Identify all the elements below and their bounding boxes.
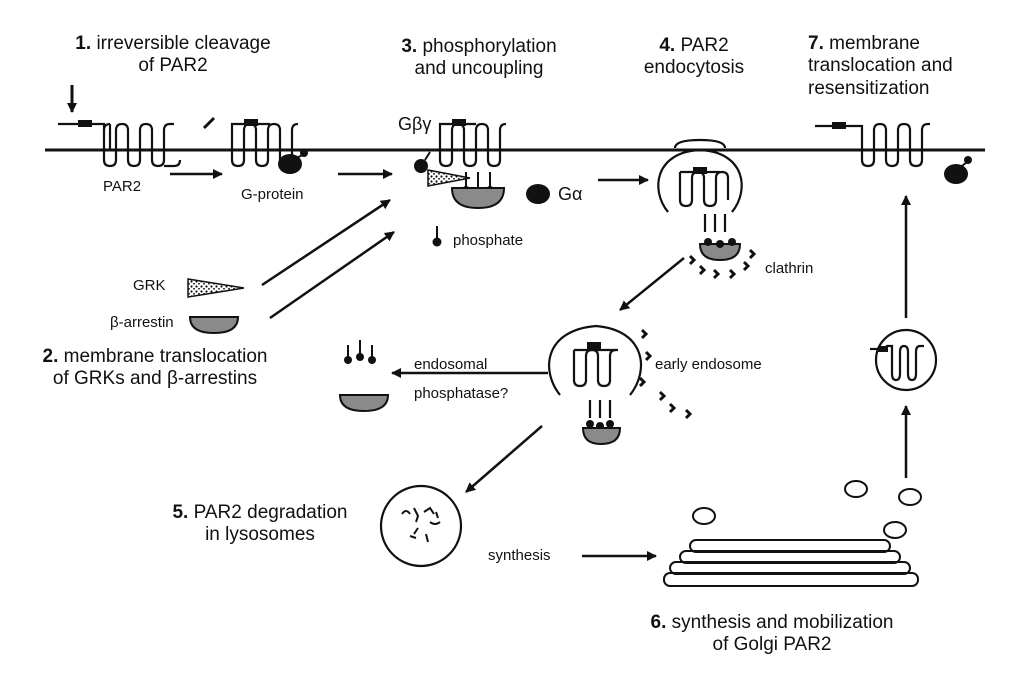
endosomal-phosphatase-line2: phosphatase?: [414, 385, 509, 402]
released-arrestin-icon: [338, 394, 390, 413]
g-protein-label: G-protein: [241, 186, 304, 203]
cleaved-peptide: [202, 116, 216, 130]
step-6-heading: 6. synthesis and mobilization of Golgi P…: [622, 612, 922, 657]
par2-receptor-resensitized: [815, 122, 930, 168]
step-2-heading: 2. membrane translocation of GRKs and β-…: [10, 346, 300, 391]
g-alpha-icon: [526, 184, 550, 204]
synthesis-label: synthesis: [488, 547, 551, 564]
step-3-line1: phosphorylation: [422, 36, 557, 57]
step-2-line2: of GRKs and β-arrestins: [52, 368, 258, 390]
golgi-vesicles: [692, 480, 922, 539]
endocytic-vesicle: [657, 138, 743, 232]
par2-receptor-intact: [58, 120, 182, 168]
grk-icon: [187, 278, 245, 298]
bound-arrestin-icon: [450, 172, 506, 210]
step-7-line2: translocation and: [808, 55, 953, 77]
step-1-heading: 1. irreversible cleavage of PAR2: [58, 33, 288, 78]
step-5-heading: 5. PAR2 degradation in lysosomes: [150, 502, 370, 547]
step-7-number: 7.: [808, 33, 824, 54]
beta-arrestin-label: β-arrestin: [110, 314, 174, 331]
arrow-arrestin-translocation: [269, 230, 395, 320]
step-4-line1: PAR2: [680, 35, 729, 56]
step-7-line1: membrane: [829, 33, 920, 54]
par2-receptor-phosphorylated: [438, 119, 507, 168]
step-7-heading: 7. membrane translocation and resensitiz…: [808, 33, 1018, 100]
endosome-arrestin-icon: [581, 420, 622, 446]
step-5-number: 5.: [172, 502, 189, 523]
step-7-line3: resensitization: [808, 77, 930, 99]
g-beta-gamma-icon: [414, 151, 431, 173]
trafficking-vesicle: [870, 328, 938, 392]
step-3-heading: 3. phosphorylation and uncoupling: [374, 36, 584, 81]
beta-arrestin-icon: [188, 316, 240, 335]
g-protein-resensitized-icon: [944, 156, 972, 184]
step-2-line1: membrane translocation: [63, 346, 268, 367]
early-endosome-vesicle: [548, 324, 643, 418]
step-5-line2: in lysosomes: [205, 524, 315, 546]
phosphate-label: phosphate: [453, 232, 524, 249]
step-6-line1: synthesis and mobilization: [671, 612, 894, 633]
step-6-line2: of Golgi PAR2: [712, 634, 832, 656]
arrow-grk-translocation: [261, 198, 391, 287]
arrow-to-lysosome: [465, 425, 543, 493]
step-3-line2: and uncoupling: [414, 58, 544, 80]
golgi-stack: [663, 539, 919, 587]
clathrin-coat-icon: [688, 238, 757, 280]
flow-arrows: [170, 169, 911, 561]
released-phosphates-icon: [344, 340, 376, 364]
clathrin-label: clathrin: [765, 260, 814, 277]
step-1-line1: irreversible cleavage: [96, 33, 271, 54]
step-4-line2: endocytosis: [643, 57, 745, 79]
step-3-number: 3.: [401, 36, 418, 57]
clathrin-fragments: [638, 328, 693, 420]
endosomal-phosphatase-line1: endosomal: [414, 356, 488, 373]
step-2-number: 2.: [42, 346, 59, 367]
par2-label: PAR2: [103, 178, 142, 195]
arrow-to-early-endosome: [619, 257, 685, 311]
grk-label: GRK: [133, 277, 166, 294]
g-protein-icon: [278, 149, 308, 174]
step-5-line1: PAR2 degradation: [193, 502, 348, 523]
g-alpha-label: Gα: [558, 184, 583, 204]
step-1-number: 1.: [75, 33, 92, 54]
step-4-heading: 4. PAR2 endocytosis: [624, 35, 764, 80]
step-1-line2: of PAR2: [138, 55, 208, 77]
grk-bound-icon: [427, 169, 471, 187]
step-6-number: 6.: [650, 612, 667, 633]
lysosome: [379, 484, 463, 568]
phosphate-icon: [432, 226, 442, 247]
early-endosome-label: early endosome: [655, 356, 762, 373]
step-4-number: 4.: [659, 35, 676, 56]
g-beta-gamma-label: Gβγ: [398, 114, 432, 134]
degraded-fragments: [401, 506, 441, 543]
